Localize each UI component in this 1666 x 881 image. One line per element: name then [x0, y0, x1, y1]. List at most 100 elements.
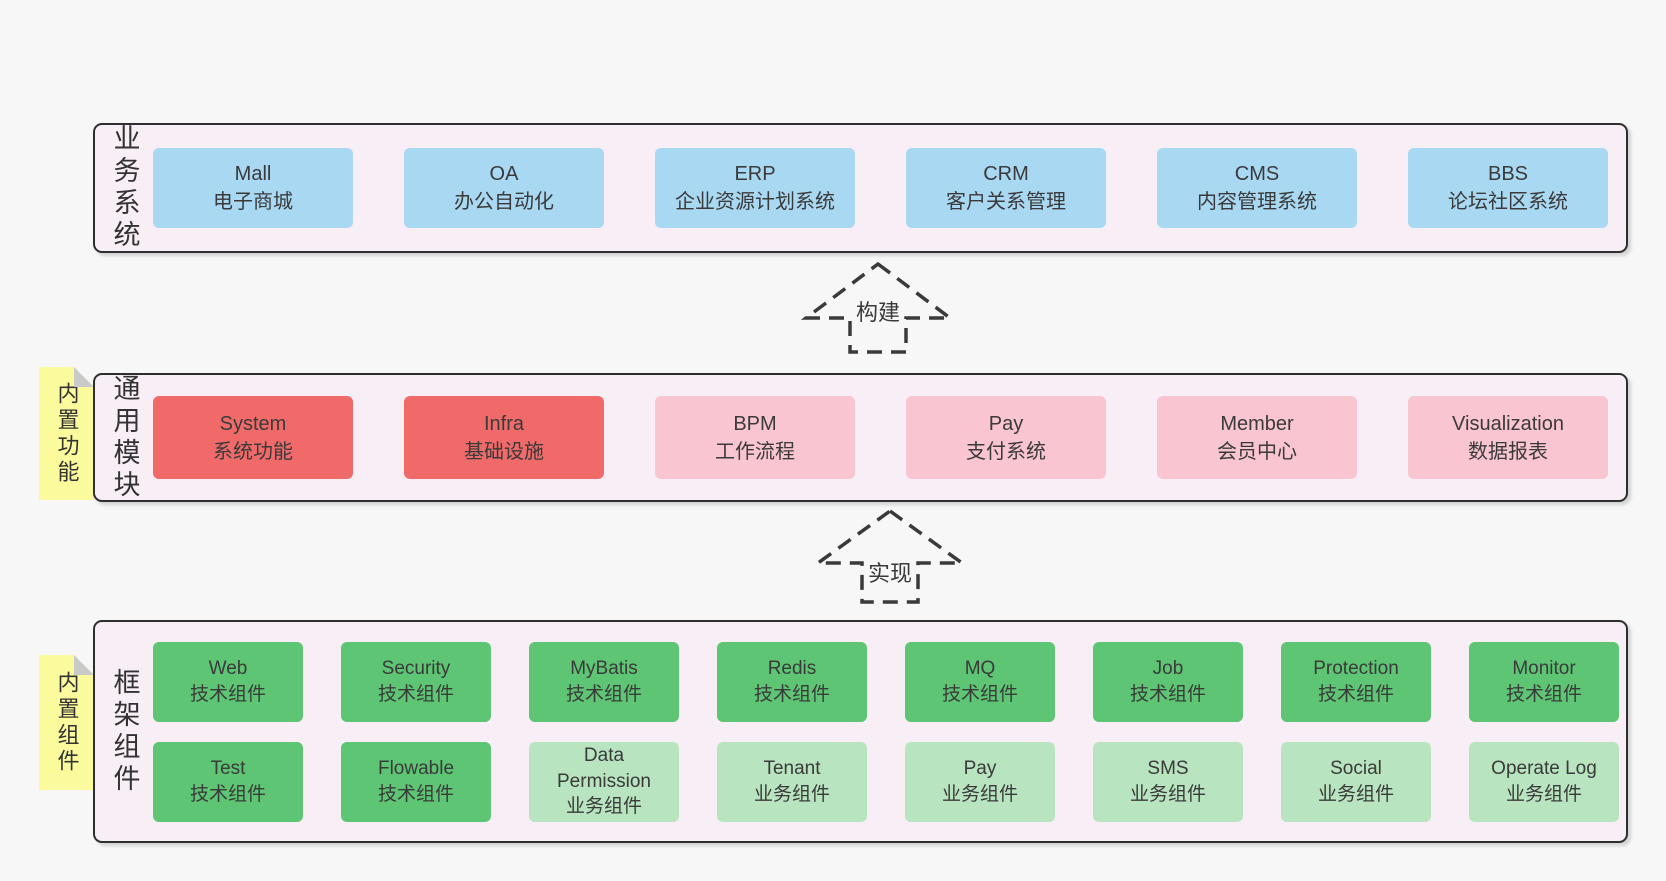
box-social-title: Social [1330, 757, 1382, 779]
box-job: Job 技术组件 [1093, 641, 1243, 722]
box-bpm: BPM 工作流程 [655, 396, 855, 479]
module-boxes-row: System 系统功能 Infra 基础设施 BPM 工作流程 Pay 支付系统… [153, 396, 1626, 479]
box-operate-log: Operate Log 业务组件 [1469, 741, 1619, 822]
box-data-permission: Data Permission 业务组件 [529, 741, 679, 822]
box-pay-system-subtitle: 支付系统 [966, 440, 1046, 463]
box-bpm-subtitle: 工作流程 [715, 440, 795, 463]
box-oa-subtitle: 办公自动化 [454, 191, 554, 213]
build-arrow-label: 构建 [852, 294, 904, 328]
box-mybatis-subtitle: 技术组件 [565, 683, 642, 705]
box-crm-title: CRM [983, 163, 1029, 185]
box-redis-subtitle: 技术组件 [753, 683, 830, 705]
box-operate-log-subtitle: 业务组件 [1505, 783, 1582, 805]
box-test: Test 技术组件 [153, 741, 303, 822]
box-job-subtitle: 技术组件 [1129, 683, 1206, 705]
box-social-subtitle: 业务组件 [1317, 783, 1394, 805]
box-pay-component: Pay 业务组件 [905, 741, 1055, 822]
note-fold-icon [74, 655, 94, 675]
box-test-subtitle: 技术组件 [189, 783, 266, 805]
box-web-subtitle: 技术组件 [189, 683, 266, 705]
component-boxes-row-2: Test 技术组件 Flowable 技术组件 Data Permission … [153, 741, 1626, 822]
box-bbs-subtitle: 论坛社区系统 [1448, 191, 1568, 213]
box-member-subtitle: 会员中心 [1217, 440, 1297, 463]
box-erp-title: ERP [734, 163, 776, 185]
box-tenant: Tenant 业务组件 [717, 741, 867, 822]
panel-modules-label-col: 通用模块 [95, 374, 153, 502]
box-protection: Protection 技术组件 [1281, 641, 1431, 722]
box-pay-component-title: Pay [963, 757, 997, 779]
box-mybatis-title: MyBatis [570, 657, 638, 679]
box-cms: CMS 内容管理系统 [1157, 148, 1357, 228]
implement-arrow-label: 实现 [864, 555, 916, 589]
panel-business-label: 业务系统 [109, 124, 140, 252]
box-oa-title: OA [489, 163, 519, 185]
sticky-note-built-in-features-text: 内置功能 [54, 381, 80, 486]
sticky-note-built-in-components: 内置组件 [39, 655, 94, 790]
box-redis-title: Redis [767, 657, 817, 679]
box-erp: ERP 企业资源计划系统 [655, 148, 855, 228]
panel-components-label-col: 框架组件 [95, 668, 153, 796]
business-boxes-row: Mall 电子商城 OA 办公自动化 ERP 企业资源计划系统 CRM 客户关系… [153, 148, 1626, 228]
box-flowable: Flowable 技术组件 [341, 741, 491, 822]
box-bbs: BBS 论坛社区系统 [1408, 148, 1608, 228]
box-data-permission-subtitle: 业务组件 [565, 796, 642, 818]
box-erp-subtitle: 企业资源计划系统 [675, 191, 835, 213]
panel-modules-label: 通用模块 [109, 373, 140, 502]
box-job-title: Job [1152, 657, 1184, 679]
box-operate-log-title: Operate Log [1491, 757, 1597, 779]
box-security-title: Security [381, 657, 451, 679]
box-sms: SMS 业务组件 [1093, 741, 1243, 822]
panel-business-systems: 业务系统 Mall 电子商城 OA 办公自动化 ERP 企业资源计划系统 CRM… [93, 123, 1628, 253]
box-mall-title: Mall [234, 163, 272, 185]
box-test-title: Test [210, 757, 246, 779]
box-monitor-title: Monitor [1512, 657, 1576, 679]
box-protection-subtitle: 技术组件 [1317, 683, 1394, 705]
box-cms-title: CMS [1234, 163, 1280, 185]
panel-framework-components: 框架组件 Web 技术组件 Security 技术组件 MyBatis 技术组件… [93, 620, 1628, 843]
box-redis: Redis 技术组件 [717, 641, 867, 722]
box-crm: CRM 客户关系管理 [906, 148, 1106, 228]
box-pay-system: Pay 支付系统 [906, 396, 1106, 479]
box-tenant-title: Tenant [763, 757, 821, 779]
panel-components-label: 框架组件 [109, 667, 140, 796]
implement-arrow-icon [812, 508, 968, 604]
box-cms-subtitle: 内容管理系统 [1197, 191, 1317, 213]
box-visualization-subtitle: 数据报表 [1468, 440, 1548, 463]
component-rows: Web 技术组件 Security 技术组件 MyBatis 技术组件 Redi… [153, 641, 1626, 822]
box-social: Social 业务组件 [1281, 741, 1431, 822]
box-mq: MQ 技术组件 [905, 641, 1055, 722]
box-mall-subtitle: 电子商城 [213, 191, 293, 213]
panel-business-label-col: 业务系统 [95, 124, 153, 252]
component-boxes-row-1: Web 技术组件 Security 技术组件 MyBatis 技术组件 Redi… [153, 641, 1626, 722]
sticky-note-built-in-features: 内置功能 [39, 367, 94, 500]
box-crm-subtitle: 客户关系管理 [946, 191, 1066, 213]
box-visualization-title: Visualization [1452, 412, 1564, 435]
box-oa: OA 办公自动化 [404, 148, 604, 228]
box-monitor: Monitor 技术组件 [1469, 641, 1619, 722]
box-flowable-subtitle: 技术组件 [377, 783, 454, 805]
box-member-title: Member [1220, 412, 1294, 435]
note-fold-icon [74, 367, 94, 387]
box-sms-title: SMS [1147, 757, 1189, 779]
box-bpm-title: BPM [733, 412, 777, 435]
box-system: System 系统功能 [153, 396, 353, 479]
box-mybatis: MyBatis 技术组件 [529, 641, 679, 722]
build-arrow-icon [800, 261, 956, 354]
box-mall: Mall 电子商城 [153, 148, 353, 228]
box-member: Member 会员中心 [1157, 396, 1357, 479]
box-web: Web 技术组件 [153, 641, 303, 722]
box-infra: Infra 基础设施 [404, 396, 604, 479]
box-pay-system-title: Pay [988, 412, 1024, 435]
box-mq-title: MQ [964, 657, 996, 679]
box-security-subtitle: 技术组件 [377, 683, 454, 705]
box-flowable-title: Flowable [377, 757, 455, 779]
box-data-permission-title: Data Permission [557, 745, 651, 792]
box-mq-subtitle: 技术组件 [941, 683, 1018, 705]
box-sms-subtitle: 业务组件 [1129, 783, 1206, 805]
box-web-title: Web [208, 657, 248, 679]
box-tenant-subtitle: 业务组件 [753, 783, 830, 805]
box-protection-title: Protection [1313, 657, 1399, 679]
box-infra-subtitle: 基础设施 [464, 440, 544, 463]
box-security: Security 技术组件 [341, 641, 491, 722]
